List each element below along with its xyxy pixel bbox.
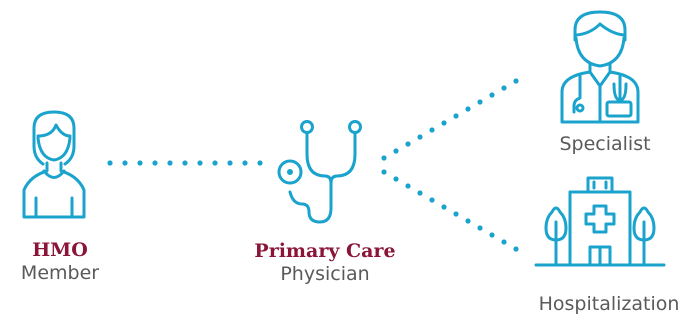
member-label: HMO Member — [0, 239, 120, 285]
dotted-connectors — [107, 78, 519, 252]
person-icon — [22, 110, 86, 219]
hospital-icon — [534, 176, 666, 267]
connector-member-to-pcp — [107, 160, 263, 166]
specialist-label: Specialist — [559, 133, 651, 155]
pcp-subtitle: Physician — [280, 263, 370, 285]
connector-pcp-to-hospital — [381, 169, 519, 252]
stethoscope-icon — [277, 120, 362, 224]
pcp-title: Primary Care — [254, 240, 396, 262]
doctor-icon — [560, 10, 640, 124]
pcp-label: Primary Care Physician — [230, 240, 420, 286]
member-subtitle: Member — [20, 262, 100, 284]
hospitalization-label: Hospitalization — [538, 293, 680, 315]
connector-pcp-to-specialist — [381, 78, 519, 161]
member-title: HMO — [32, 239, 88, 261]
